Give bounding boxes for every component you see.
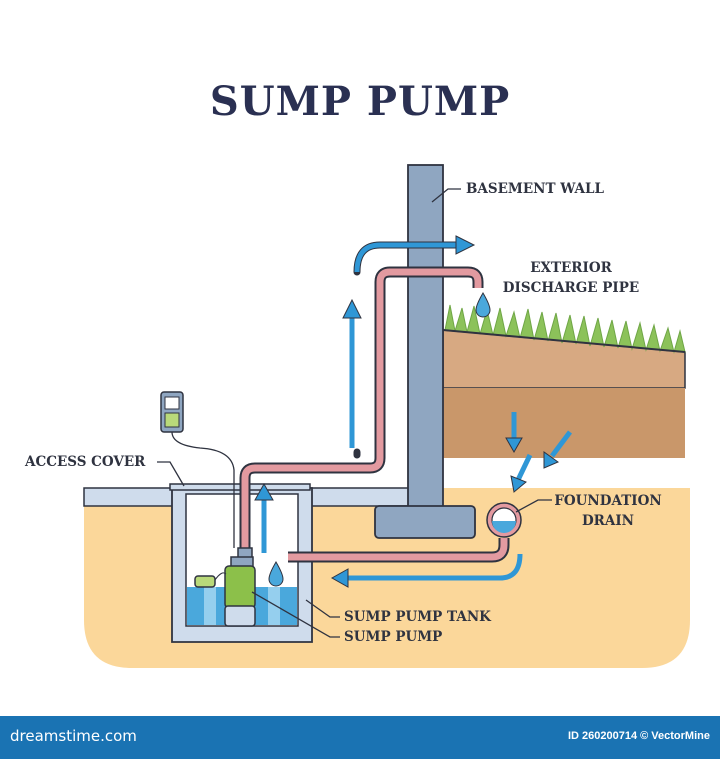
- drain-pipe: [288, 538, 510, 563]
- label-foundation-line1: FOUNDATION: [554, 493, 662, 509]
- label-exterior-line1: EXTERIOR: [530, 260, 612, 276]
- diagram-title: SUMP PUMP: [209, 78, 511, 125]
- basement-wall: [407, 164, 444, 509]
- footer-brand[interactable]: dreamstime.com: [10, 727, 137, 745]
- label-foundation-drain: FOUNDATION DRAIN: [548, 491, 668, 531]
- power-outlet: [160, 391, 184, 433]
- arrow-return: [345, 553, 523, 581]
- power-cord: [171, 431, 235, 548]
- label-basement-wall: BASEMENT WALL: [466, 181, 604, 197]
- grass: [444, 304, 686, 354]
- label-foundation-line2: DRAIN: [581, 513, 635, 529]
- float-switch: [194, 575, 216, 588]
- sump-pump-unit: [194, 547, 256, 627]
- footer-bar: dreamstime.com ID 260200714 © VectorMine: [0, 716, 720, 759]
- arrow-soil-3: [550, 430, 572, 458]
- arrow-soil-2: [515, 453, 533, 482]
- water-drop-exterior: [475, 292, 491, 318]
- diagram-stage: SUMP PUMP BASEMENT WALL EXTERIOR DISCHAR…: [25, 78, 690, 668]
- label-exterior-discharge-pipe: EXTERIOR DISCHARGE PIPE: [496, 258, 646, 298]
- discharge-pipe: [239, 266, 484, 548]
- sump-pump-diagram: [83, 164, 690, 668]
- water-drop-tank: [268, 561, 284, 587]
- label-sump-pump: SUMP PUMP: [344, 629, 443, 645]
- wall-footing: [374, 505, 476, 539]
- label-exterior-line2: DISCHARGE PIPE: [502, 280, 640, 296]
- soil-layer-mid: [443, 388, 685, 458]
- label-sump-pump-tank: SUMP PUMP TANK: [344, 609, 491, 625]
- footer-credit: ID 260200714 © VectorMine: [567, 730, 710, 742]
- label-access-cover: ACCESS COVER: [25, 454, 146, 470]
- arrow-top: [354, 242, 458, 273]
